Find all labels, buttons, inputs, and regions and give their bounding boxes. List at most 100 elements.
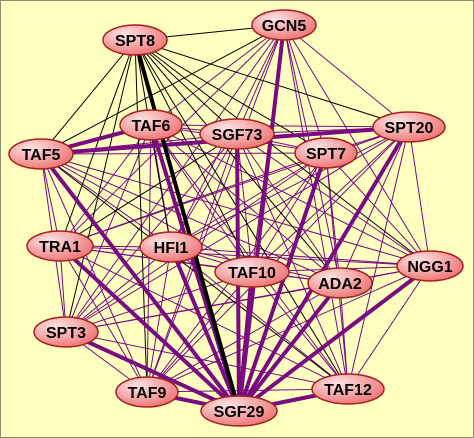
node-label-spt7: SPT7: [306, 146, 346, 163]
edge-spt20-sgf29: [237, 125, 411, 413]
node-shape-spt8: [102, 24, 168, 56]
edge-gcn5-taf5: [40, 24, 285, 155]
node-shape-taf9: [115, 376, 179, 408]
node-shape-sgf29: [200, 395, 278, 427]
edge-spt8-spt20: [134, 39, 410, 128]
edge-spt7-tra1: [59, 152, 327, 247]
node-label-sgf73: SGF73: [212, 127, 263, 144]
node-shape-ada2: [307, 267, 373, 299]
node-label-sgf29: SGF29: [214, 404, 265, 421]
edge-tra1-taf9: [59, 245, 148, 393]
edge-spt8-spt3: [65, 39, 136, 333]
node-shape-ngg1: [396, 250, 464, 282]
edge-taf5-spt7: [40, 152, 327, 155]
node-shape-taf12: [311, 373, 385, 405]
edge-taf6-spt3: [65, 124, 152, 333]
node-shape-taf6: [119, 109, 183, 141]
node-taf12[interactable]: TAF12: [311, 373, 385, 405]
node-sgf73[interactable]: SGF73: [199, 118, 275, 150]
edge-spt8-taf9: [134, 39, 148, 393]
node-taf10[interactable]: TAF10: [214, 256, 290, 288]
edge-hfi1-ngg1: [170, 246, 431, 267]
node-taf5[interactable]: TAF5: [8, 138, 74, 170]
edge-gcn5-taf9: [146, 24, 285, 393]
node-label-ngg1: NGG1: [407, 259, 452, 276]
node-label-tra1: TRA1: [39, 239, 81, 256]
node-shape-tra1: [26, 230, 94, 262]
node-spt3[interactable]: SPT3: [33, 316, 99, 348]
edge-taf6-taf10: [150, 124, 253, 273]
node-shape-taf10: [214, 256, 290, 288]
edge-taf5-ngg1: [40, 153, 431, 267]
node-ngg1[interactable]: NGG1: [396, 250, 464, 282]
node-label-taf5: TAF5: [22, 147, 61, 164]
node-taf6[interactable]: TAF6: [119, 109, 183, 141]
edge-spt8-hfi1: [134, 39, 172, 248]
node-label-ada2: ADA2: [318, 276, 362, 293]
edge-ada2-taf12: [339, 282, 349, 390]
edge-spt3-sgf29: [64, 330, 241, 413]
node-label-hfi1: HFI1: [154, 240, 189, 257]
edge-spt8-tra1: [59, 39, 136, 247]
node-shape-gcn5: [251, 9, 317, 41]
edge-taf5-taf10: [40, 153, 253, 273]
node-tra1[interactable]: TRA1: [26, 230, 94, 262]
node-label-gcn5: GCN5: [262, 18, 307, 35]
edge-ada2-taf9: [146, 282, 341, 393]
heavy-edges-layer: [133, 38, 241, 413]
edge-gcn5-ngg1: [283, 24, 431, 267]
edge-spt7-hfi1: [170, 152, 327, 248]
edge-sgf73-taf12: [236, 133, 349, 390]
edge-hfi1-taf9: [146, 246, 172, 393]
edge-taf6-ngg1: [150, 124, 431, 267]
node-shape-spt7: [294, 137, 358, 169]
edge-gcn5-spt20: [283, 24, 410, 128]
node-label-taf9: TAF9: [128, 385, 167, 402]
edge-spt8-taf10: [134, 39, 253, 273]
edge-tra1-sgf73: [59, 133, 238, 247]
edge-hfi1-spt3: [65, 246, 172, 333]
edge-hfi1-sgf29: [169, 245, 241, 413]
node-sgf29[interactable]: SGF29: [200, 395, 278, 427]
node-spt20[interactable]: SPT20: [372, 111, 446, 143]
edge-ada2-sgf29: [237, 281, 342, 413]
edge-spt8-sgf73: [134, 39, 238, 135]
node-taf9[interactable]: TAF9: [115, 376, 179, 408]
node-spt7[interactable]: SPT7: [294, 137, 358, 169]
edge-gcn5-taf6: [150, 24, 285, 126]
edge-spt8-sgf29: [133, 38, 241, 413]
node-label-spt3: SPT3: [46, 325, 86, 342]
node-spt8[interactable]: SPT8: [102, 24, 168, 56]
edge-ada2-spt3: [65, 282, 341, 333]
node-hfi1[interactable]: HFI1: [139, 231, 203, 263]
edge-spt3-taf12: [65, 331, 349, 390]
node-shape-spt20: [372, 111, 446, 143]
node-label-taf10: TAF10: [228, 265, 276, 282]
edge-gcn5-taf12: [283, 24, 349, 390]
edge-taf10-spt3: [65, 271, 253, 333]
edge-spt20-taf12: [347, 126, 410, 390]
edge-tra1-ngg1: [59, 245, 431, 267]
edge-taf5-taf9: [40, 153, 148, 393]
edge-ngg1-sgf29: [237, 264, 432, 413]
node-shape-sgf73: [199, 118, 275, 150]
edge-spt7-sgf29: [237, 151, 328, 413]
node-gcn5[interactable]: GCN5: [251, 9, 317, 41]
edge-taf10-sgf29: [237, 270, 254, 413]
edge-taf5-sgf29: [39, 152, 241, 413]
node-shape-spt3: [33, 316, 99, 348]
node-label-taf12: TAF12: [324, 382, 372, 399]
node-label-spt20: SPT20: [385, 120, 434, 137]
edge-spt7-ngg1: [325, 152, 431, 267]
edge-spt8-taf5: [40, 39, 136, 155]
edge-tra1-sgf29: [58, 244, 241, 413]
edge-taf5-hfi1: [40, 153, 172, 248]
edge-spt8-taf12: [134, 39, 349, 390]
node-shape-hfi1: [139, 231, 203, 263]
node-ada2[interactable]: ADA2: [307, 267, 373, 299]
node-label-spt8: SPT8: [115, 33, 155, 50]
edge-ngg1-taf12: [347, 265, 431, 390]
